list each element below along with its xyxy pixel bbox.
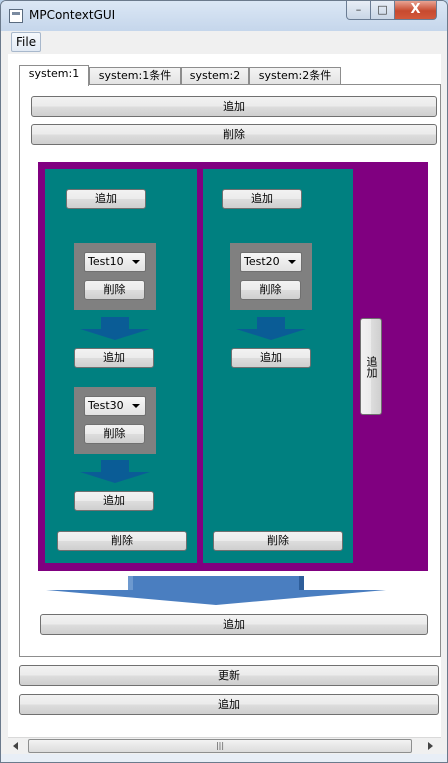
flow-arrow-shape — [236, 317, 306, 340]
column-1-delete-button[interactable]: 削除 — [57, 531, 187, 551]
chevron-down-icon — [132, 260, 140, 264]
column-1-block-2-select-value: Test30 — [88, 399, 124, 412]
chevron-down-icon — [132, 404, 140, 408]
column-2-block-1-select-value: Test20 — [244, 255, 280, 268]
title-bar[interactable]: MPContextGUI – □ X — [1, 1, 447, 31]
footer-add-button[interactable]: 追加 — [19, 694, 439, 715]
window-title: MPContextGUI — [29, 8, 116, 22]
flow-arrow-shape — [80, 460, 150, 483]
column-1-block-2-delete-button[interactable]: 削除 — [84, 424, 145, 444]
column-1-block-2-add-button[interactable]: 追加 — [74, 491, 154, 511]
context-container: 追加 Test10 削除 追加 Test30 — [38, 162, 428, 571]
minimize-button[interactable]: – — [346, 1, 371, 20]
bottom-add-button[interactable]: 追加 — [40, 614, 428, 635]
column-1-block-2-select[interactable]: Test30 — [84, 396, 146, 416]
column-1-block-1-select[interactable]: Test10 — [84, 252, 146, 272]
column-2-mid-add-button[interactable]: 追加 — [231, 348, 311, 368]
flow-arrow-icon — [236, 317, 306, 340]
large-flow-arrow-shape — [46, 576, 386, 605]
refresh-button[interactable]: 更新 — [19, 665, 439, 686]
close-button[interactable]: X — [394, 1, 437, 20]
menu-bar: File — [8, 31, 441, 53]
scroll-left-icon[interactable] — [13, 742, 18, 750]
flow-arrow-icon — [80, 460, 150, 483]
arrow-shadow — [299, 576, 304, 590]
scroll-right-icon[interactable] — [428, 742, 433, 750]
top-add-button[interactable]: 追加 — [31, 96, 437, 117]
column-1-mid-add-button[interactable]: 追加 — [74, 348, 154, 368]
tab-panel-system-1: 追加 削除 追加 Test10 削除 追 — [19, 84, 441, 657]
arrow-highlight — [128, 576, 133, 590]
window-bottom-border — [1, 754, 447, 762]
add-column-button[interactable]: 追加 — [360, 318, 382, 415]
flow-arrow-shape — [80, 317, 150, 340]
context-column-2: 追加 Test20 削除 追加 削除 — [203, 169, 353, 563]
maximize-button[interactable]: □ — [370, 1, 395, 20]
tab-system-1-conditions[interactable]: system:1条件 — [89, 67, 181, 85]
column-2-block-1-delete-button[interactable]: 削除 — [240, 280, 301, 300]
column-1-add-button[interactable]: 追加 — [66, 189, 146, 209]
column-1-block-1-delete-button[interactable]: 削除 — [84, 280, 145, 300]
column-2-delete-button[interactable]: 削除 — [213, 531, 343, 551]
context-column-1: 追加 Test10 削除 追加 Test30 — [45, 169, 197, 563]
flow-arrow-icon — [80, 317, 150, 340]
horizontal-scrollbar[interactable]: ||| — [8, 737, 441, 754]
tab-system-2-conditions[interactable]: system:2条件 — [249, 67, 341, 85]
scrollbar-thumb[interactable]: ||| — [28, 739, 412, 753]
column-2-block-1: Test20 削除 — [230, 243, 312, 310]
column-1-block-1: Test10 削除 — [74, 243, 156, 310]
column-1-block-1-select-value: Test10 — [88, 255, 124, 268]
tab-system-1[interactable]: system:1 — [19, 65, 89, 86]
chevron-down-icon — [288, 260, 296, 264]
column-1-block-2: Test30 削除 — [74, 387, 156, 454]
column-2-block-1-select[interactable]: Test20 — [240, 252, 302, 272]
tab-system-2[interactable]: system:2 — [181, 67, 249, 85]
large-flow-arrow-icon — [46, 576, 386, 605]
client-area: system:1 system:1条件 system:2 system:2条件 … — [8, 54, 441, 737]
app-window-icon — [9, 9, 23, 23]
menu-file[interactable]: File — [11, 32, 42, 52]
column-2-add-button[interactable]: 追加 — [222, 189, 302, 209]
top-delete-button[interactable]: 削除 — [31, 124, 437, 145]
